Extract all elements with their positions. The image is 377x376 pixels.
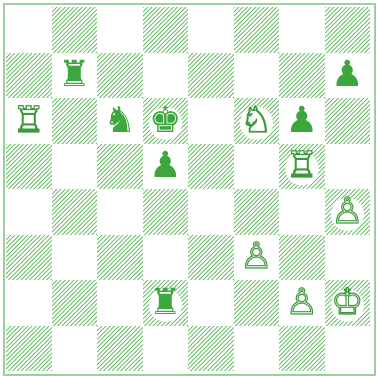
square-e1[interactable]	[188, 326, 234, 372]
square-f4[interactable]	[234, 189, 280, 235]
square-e6[interactable]	[188, 98, 234, 144]
black-king-icon[interactable]: ♚	[143, 98, 189, 144]
square-b8[interactable]	[52, 7, 98, 53]
square-b6[interactable]	[52, 98, 98, 144]
square-b5[interactable]	[52, 144, 98, 190]
square-c7[interactable]	[97, 53, 143, 99]
square-a3[interactable]	[6, 235, 52, 281]
square-f6[interactable]: ♘	[234, 98, 280, 144]
square-a6[interactable]: ♖	[6, 98, 52, 144]
square-g7[interactable]	[279, 53, 325, 99]
square-d3[interactable]	[143, 235, 189, 281]
white-pawn-icon[interactable]: ♙	[325, 189, 371, 235]
square-c5[interactable]	[97, 144, 143, 190]
square-a5[interactable]	[6, 144, 52, 190]
square-g3[interactable]	[279, 235, 325, 281]
square-b1[interactable]	[52, 326, 98, 372]
black-rook-icon[interactable]: ♜	[52, 53, 98, 99]
square-d2[interactable]: ♜	[143, 280, 189, 326]
square-c4[interactable]	[97, 189, 143, 235]
square-d6[interactable]: ♚	[143, 98, 189, 144]
square-e4[interactable]	[188, 189, 234, 235]
square-c1[interactable]	[97, 326, 143, 372]
square-e2[interactable]	[188, 280, 234, 326]
square-d8[interactable]	[143, 7, 189, 53]
square-g4[interactable]	[279, 189, 325, 235]
square-a4[interactable]	[6, 189, 52, 235]
square-a8[interactable]	[6, 7, 52, 53]
square-h4[interactable]: ♙	[325, 189, 371, 235]
square-f3[interactable]: ♙	[234, 235, 280, 281]
chess-board: ♜♟♖♞♚♘♟♟♖♙♙♜♙♔	[6, 7, 370, 371]
black-pawn-icon[interactable]: ♟	[279, 98, 325, 144]
square-h8[interactable]	[325, 7, 371, 53]
black-pawn-icon[interactable]: ♟	[143, 144, 189, 190]
square-c3[interactable]	[97, 235, 143, 281]
white-king-icon[interactable]: ♔	[325, 280, 371, 326]
square-b4[interactable]	[52, 189, 98, 235]
square-f8[interactable]	[234, 7, 280, 53]
square-b3[interactable]	[52, 235, 98, 281]
square-d5[interactable]: ♟	[143, 144, 189, 190]
white-knight-icon[interactable]: ♘	[234, 98, 280, 144]
square-f2[interactable]	[234, 280, 280, 326]
square-g1[interactable]	[279, 326, 325, 372]
square-e5[interactable]	[188, 144, 234, 190]
square-d7[interactable]	[143, 53, 189, 99]
square-g2[interactable]: ♙	[279, 280, 325, 326]
square-c2[interactable]	[97, 280, 143, 326]
square-f1[interactable]	[234, 326, 280, 372]
square-c6[interactable]: ♞	[97, 98, 143, 144]
white-pawn-icon[interactable]: ♙	[279, 280, 325, 326]
white-rook-icon[interactable]: ♖	[279, 144, 325, 190]
square-g8[interactable]	[279, 7, 325, 53]
square-h6[interactable]	[325, 98, 371, 144]
square-b7[interactable]: ♜	[52, 53, 98, 99]
black-rook-icon[interactable]: ♜	[143, 280, 189, 326]
square-h1[interactable]	[325, 326, 371, 372]
white-pawn-icon[interactable]: ♙	[234, 235, 280, 281]
square-h7[interactable]: ♟	[325, 53, 371, 99]
square-h5[interactable]	[325, 144, 371, 190]
square-e3[interactable]	[188, 235, 234, 281]
square-h3[interactable]	[325, 235, 371, 281]
square-a7[interactable]	[6, 53, 52, 99]
black-knight-icon[interactable]: ♞	[97, 98, 143, 144]
square-c8[interactable]	[97, 7, 143, 53]
square-d1[interactable]	[143, 326, 189, 372]
square-e7[interactable]	[188, 53, 234, 99]
square-g6[interactable]: ♟	[279, 98, 325, 144]
square-h2[interactable]: ♔	[325, 280, 371, 326]
square-a2[interactable]	[6, 280, 52, 326]
square-f7[interactable]	[234, 53, 280, 99]
square-f5[interactable]	[234, 144, 280, 190]
square-a1[interactable]	[6, 326, 52, 372]
square-b2[interactable]	[52, 280, 98, 326]
white-rook-icon[interactable]: ♖	[6, 98, 52, 144]
square-d4[interactable]	[143, 189, 189, 235]
black-pawn-icon[interactable]: ♟	[325, 53, 371, 99]
square-e8[interactable]	[188, 7, 234, 53]
square-g5[interactable]: ♖	[279, 144, 325, 190]
